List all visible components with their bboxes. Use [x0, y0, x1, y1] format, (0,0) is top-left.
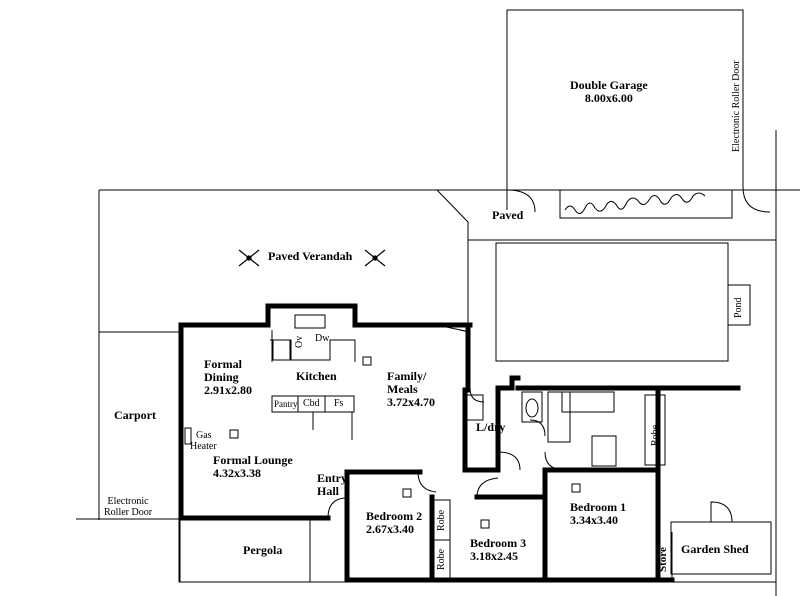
- double-garage-label: Double Garage 8.00x6.00: [570, 78, 648, 105]
- carport-label: Carport: [114, 408, 156, 422]
- bedroom-3-label: Bedroom 3 3.18x2.45: [470, 536, 527, 563]
- robe-label-bed1: Robe: [650, 424, 661, 446]
- cupboard-label: Cbd: [303, 398, 320, 409]
- family-meals-label: Family/ Meals 3.72x4.70: [387, 369, 435, 409]
- kitchen-label: Kitchen: [296, 369, 337, 383]
- interior-details: [250, 314, 673, 581]
- formal-lounge-label: Formal Lounge 4.32x3.38: [213, 453, 293, 480]
- paved-verandah-label: Paved Verandah: [268, 249, 353, 263]
- bedroom-1-label: Bedroom 1 3.34x3.40: [570, 500, 627, 527]
- fridge-space-label: Fs: [334, 398, 344, 409]
- site-outlines: [76, 9, 800, 596]
- laundry-label: L/dry: [476, 420, 506, 434]
- gas-heater-label: Gas Heater: [190, 430, 217, 452]
- pond-label: Pond: [733, 297, 744, 318]
- garden-plants: [564, 192, 706, 214]
- dishwasher-label: Dw: [315, 333, 330, 344]
- paved-label: Paved: [492, 208, 524, 222]
- pantry-label: Pantry: [274, 399, 298, 409]
- ceiling-fan-icon: [238, 249, 386, 267]
- store-label: Store: [657, 547, 669, 572]
- garage-roller-door-label: Electronic Roller Door: [731, 60, 742, 152]
- garden-shed-label: Garden Shed: [681, 542, 749, 556]
- formal-dining-label: Formal Dining 2.91x2.80: [204, 357, 252, 397]
- carport-roller-door-label: Electronic Roller Door: [104, 496, 153, 518]
- bedroom-2-label: Bedroom 2 2.67x3.40: [366, 509, 423, 536]
- robe-label-bed3: Robe: [436, 548, 447, 570]
- walls: [178, 303, 741, 583]
- oven-label: Ov: [294, 335, 305, 348]
- robe-label-bed2: Robe: [436, 509, 447, 531]
- entry-hall-label: Entry Hall: [317, 471, 347, 498]
- pergola-label: Pergola: [243, 543, 283, 557]
- smoke-detectors: [184, 356, 581, 529]
